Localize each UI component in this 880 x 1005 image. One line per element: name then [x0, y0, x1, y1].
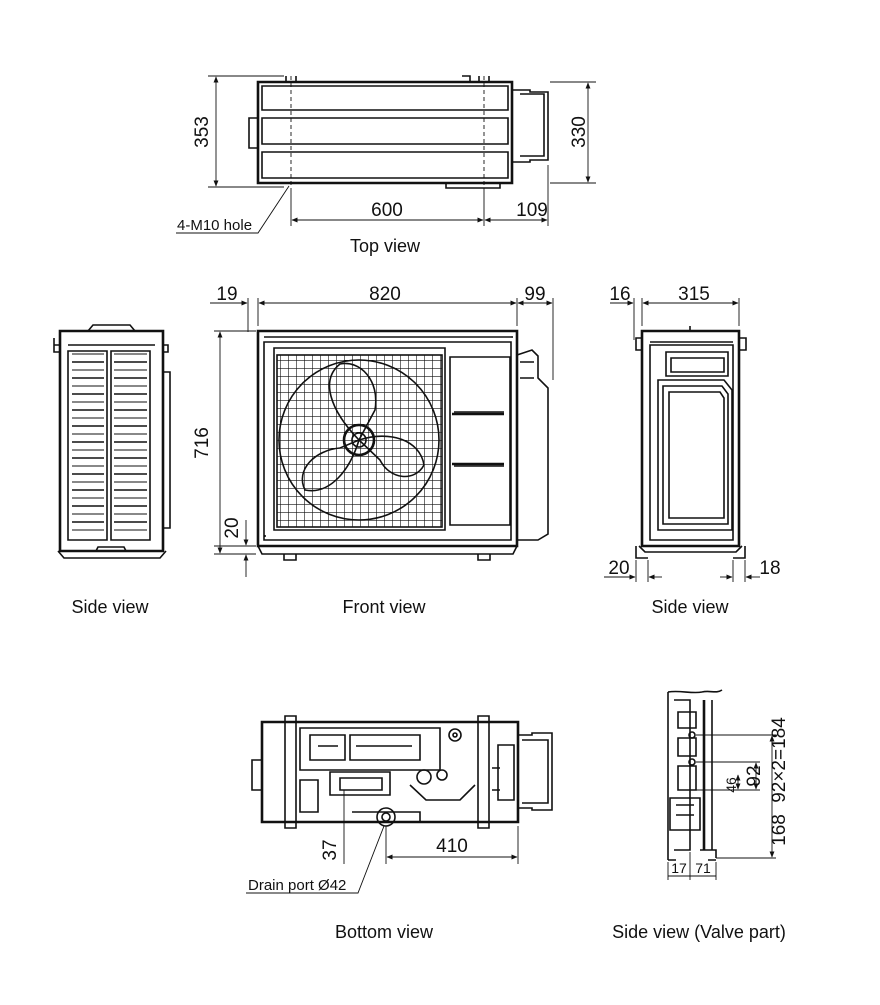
dim-92: 92: [744, 765, 765, 786]
dim-17: 17: [671, 860, 687, 876]
dim-18-side: 18: [759, 558, 780, 579]
caption-top-view: Top view: [350, 236, 421, 256]
dim-71: 71: [695, 860, 711, 876]
dim-410: 410: [436, 836, 468, 857]
dim-600: 600: [371, 200, 403, 221]
dim-315: 315: [678, 284, 710, 305]
dim-16: 16: [609, 284, 630, 305]
right-side-view: [604, 298, 760, 582]
fan-blade-outline: [278, 359, 440, 521]
front-view: [210, 298, 554, 577]
top-view: [176, 75, 596, 234]
dim-820: 820: [369, 284, 401, 305]
dim-716: 716: [192, 427, 213, 459]
caption-valve-side-view: Side view (Valve part): [612, 922, 786, 942]
dim-46: 46: [723, 777, 739, 793]
dim-99: 99: [524, 284, 545, 305]
valve-side-view: [667, 689, 776, 880]
dim-168: 168: [769, 814, 790, 846]
left-side-view: [53, 324, 171, 559]
dim-20-front: 20: [222, 517, 243, 538]
dim-92x2-184: 92×2=184: [769, 717, 790, 803]
caption-front-view: Front view: [342, 597, 426, 617]
fan-hub: [342, 423, 376, 457]
dim-20-side: 20: [608, 558, 629, 579]
caption-right-side-view: Side view: [651, 597, 729, 617]
mount-hole-note: 4-M10 hole: [177, 217, 252, 234]
left-side-louvres: [72, 353, 147, 531]
dim-37: 37: [320, 839, 341, 860]
dim-19: 19: [216, 284, 237, 305]
dim-109: 109: [516, 200, 548, 221]
dim-330: 330: [569, 116, 590, 148]
bottom-view: [246, 715, 553, 894]
dim-353: 353: [192, 116, 213, 148]
drain-port-note: Drain port Ø42: [248, 877, 346, 894]
caption-bottom-view: Bottom view: [335, 922, 434, 942]
caption-left-side-view: Side view: [71, 597, 149, 617]
